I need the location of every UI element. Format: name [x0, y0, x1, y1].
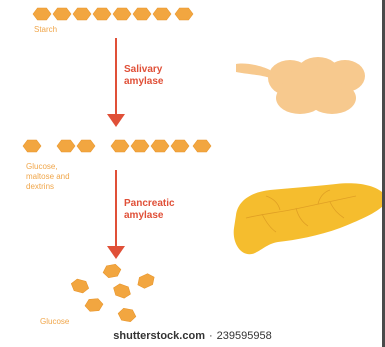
salivary-amylase-label: Salivary amylase — [124, 64, 163, 88]
intermediate-line3: dextrins — [26, 182, 70, 192]
oligosaccharide-fragments-icon — [23, 140, 211, 152]
watermark-separator: · — [209, 330, 213, 342]
watermark-brand: shutterstock.com — [113, 330, 205, 342]
down-arrow-icon — [107, 38, 125, 127]
pancreatic-amylase-line2: amylase — [124, 210, 175, 222]
salivary-amylase-line2: amylase — [124, 76, 163, 88]
down-arrow-icon — [107, 170, 125, 259]
pancreas-icon — [234, 183, 383, 254]
watermark-footer: shutterstock.com · 239595958 — [0, 325, 385, 347]
glucose-molecule-icon — [70, 264, 157, 323]
intermediate-line1: Glucose, — [26, 162, 70, 172]
watermark-image-number: 239595958 — [217, 330, 272, 342]
pancreatic-amylase-label: Pancreatic amylase — [124, 198, 175, 222]
pancreatic-amylase-line1: Pancreatic — [124, 198, 175, 210]
intermediate-line2: maltose and — [26, 172, 70, 182]
salivary-amylase-line1: Salivary — [124, 64, 163, 76]
starch-label: Starch — [34, 25, 57, 35]
starch-chain-icon — [33, 8, 193, 20]
salivary-gland-icon — [236, 57, 365, 114]
intermediate-products-label: Glucose, maltose and dextrins — [26, 162, 70, 192]
